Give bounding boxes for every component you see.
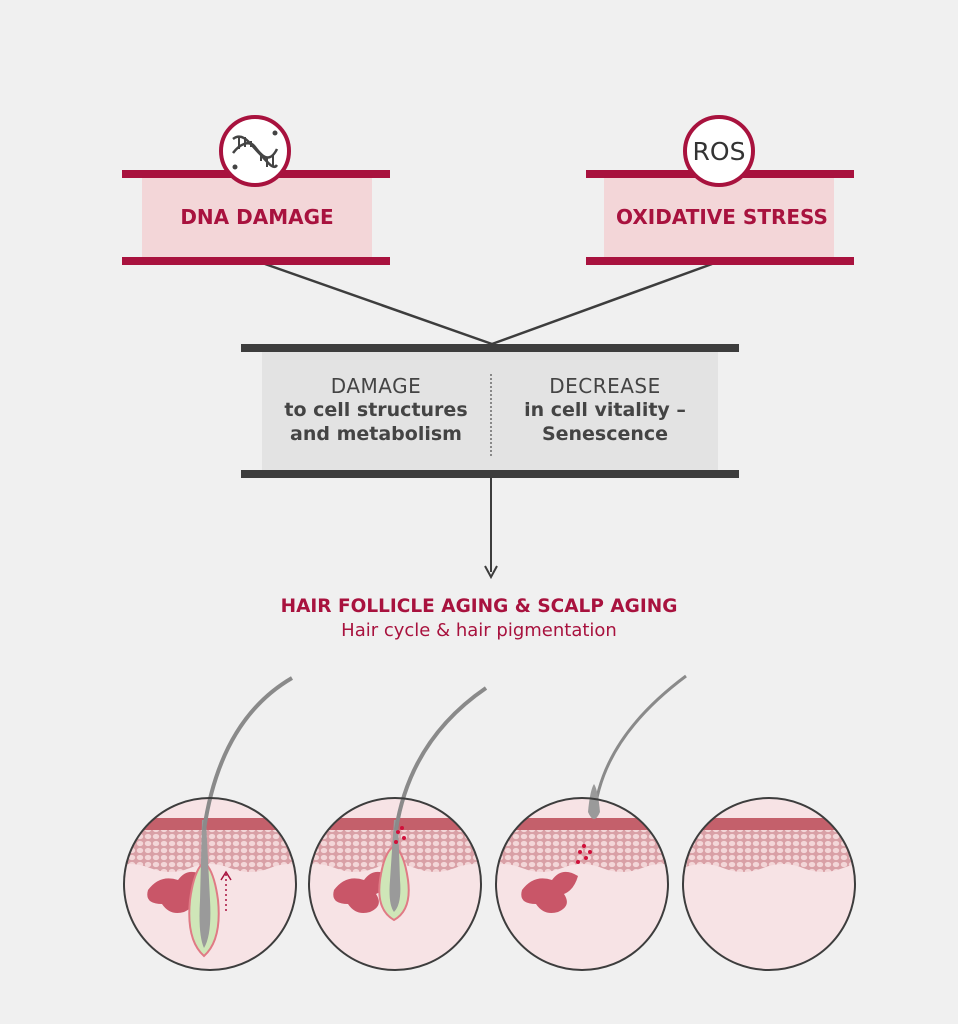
damage-text: DAMAGE to cell structures and metabolism (270, 374, 482, 446)
oxidative-stress-label: OXIDATIVE STRESS (616, 205, 828, 229)
outcome-title: HAIR FOLLICLE AGING & SCALP AGING (280, 596, 678, 617)
dna-damage-panel (142, 178, 372, 258)
ros-icon-text: ROS (692, 136, 746, 166)
dna-icon (219, 115, 291, 187)
decrease-sub-1: in cell vitality – (524, 399, 686, 421)
damage-sub-1: to cell structures (284, 399, 468, 421)
decrease-heading: DECREASE (549, 374, 661, 398)
damage-sub-2: and metabolism (290, 423, 462, 445)
damage-heading: DAMAGE (330, 374, 422, 398)
dna-damage-label: DNA DAMAGE (180, 205, 334, 229)
dna-damage-bottom-bar (122, 257, 390, 265)
ros-icon: ROS (683, 115, 755, 187)
middle-divider (490, 374, 492, 456)
oxidative-stress-panel (604, 178, 834, 258)
stage-2-damaged-follicle (308, 686, 488, 971)
oxidative-stress-bottom-bar (586, 257, 854, 265)
decrease-sub-2: Senescence (541, 423, 669, 445)
middle-top-bar (241, 344, 739, 352)
middle-bottom-bar (241, 470, 739, 478)
stage-4-no-follicle (682, 797, 856, 971)
decrease-text: DECREASE in cell vitality – Senescence (500, 374, 710, 446)
outcome-subtitle: Hair cycle & hair pigmentation (341, 620, 617, 641)
stage-3-shrinking-follicle (495, 674, 687, 971)
stage-1-healthy-follicle (123, 676, 297, 971)
